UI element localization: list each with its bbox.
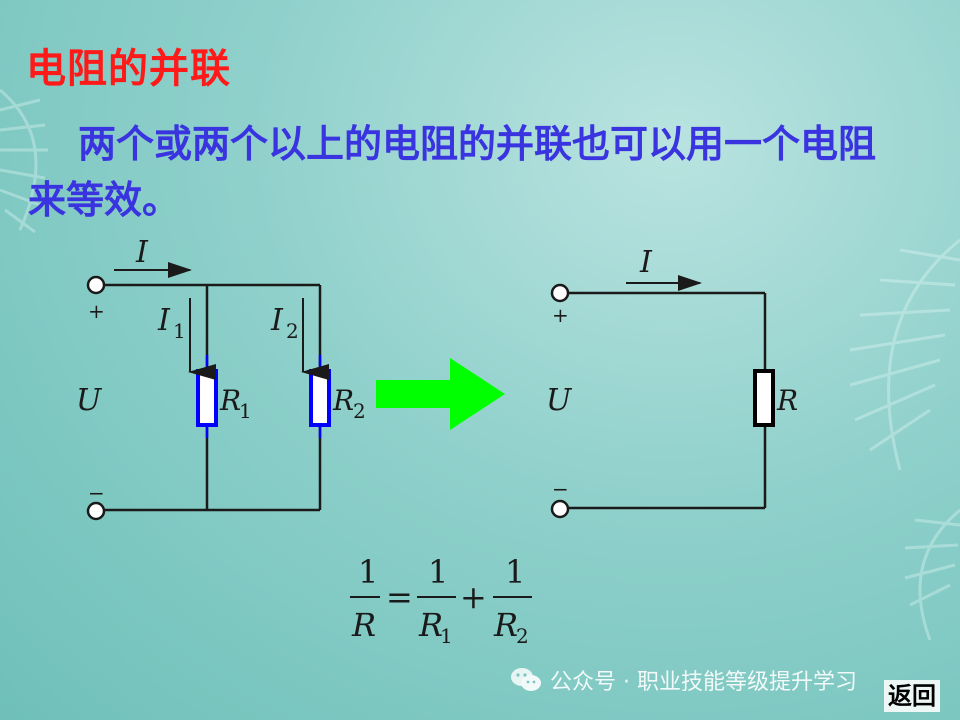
label-r2-sub: 2: [353, 399, 366, 423]
watermark-text: 公众号 · 职业技能等级提升学习: [550, 670, 857, 695]
watermark: 公众号 · 职业技能等级提升学习: [510, 664, 857, 696]
label-plus: +: [88, 299, 105, 323]
formula: 1 R = 1 R 1 + 1 R 2: [350, 553, 532, 648]
formula-t2-num: 1: [505, 553, 525, 591]
label-current-1-sub: 1: [173, 319, 186, 343]
resistor-r: [753, 369, 775, 427]
eq-terminal-plus: [550, 283, 570, 303]
label-current-1: I: [157, 303, 171, 338]
label-current-2: I: [270, 303, 284, 338]
formula-equals: =: [386, 578, 413, 616]
label-r1: R: [219, 384, 241, 417]
formula-t1-num: 1: [428, 553, 448, 591]
slide-paragraph: 两个或两个以上的电阻的并联也可以用一个电阻来等效。: [28, 122, 877, 222]
label-r1-sub: 1: [239, 399, 252, 423]
right-arrow-icon: [376, 358, 505, 430]
formula-t1-den: R: [418, 606, 443, 644]
formula-lhs-den: R: [351, 606, 376, 644]
eq-label-resistor: R: [776, 384, 798, 417]
formula-lhs-num: 1: [358, 553, 378, 591]
label-current-2-sub: 2: [286, 319, 299, 343]
eq-label-plus: +: [552, 303, 569, 327]
eq-label-voltage: U: [546, 383, 573, 418]
label-r2: R: [332, 384, 354, 417]
eq-label-minus: −: [552, 477, 569, 501]
label-current-main: I: [135, 235, 149, 270]
slide-title: 电阻的并联: [26, 46, 231, 92]
return-button[interactable]: 返回: [884, 680, 940, 712]
eq-terminal-minus: [550, 499, 570, 519]
label-voltage: U: [76, 383, 103, 418]
label-minus: −: [88, 481, 105, 505]
resistor-r1: [196, 369, 218, 427]
formula-t2-den-sub: 2: [516, 624, 529, 648]
equivalent-circuit: [567, 291, 767, 510]
formula-plus: +: [460, 578, 487, 616]
formula-t2-den: R: [493, 606, 518, 644]
terminal-plus: [86, 275, 106, 295]
formula-t1-den-sub: 1: [440, 624, 453, 648]
resistor-r2: [309, 369, 331, 427]
wechat-icon: [511, 668, 541, 691]
eq-label-current: I: [639, 245, 653, 280]
terminal-minus: [86, 501, 106, 521]
